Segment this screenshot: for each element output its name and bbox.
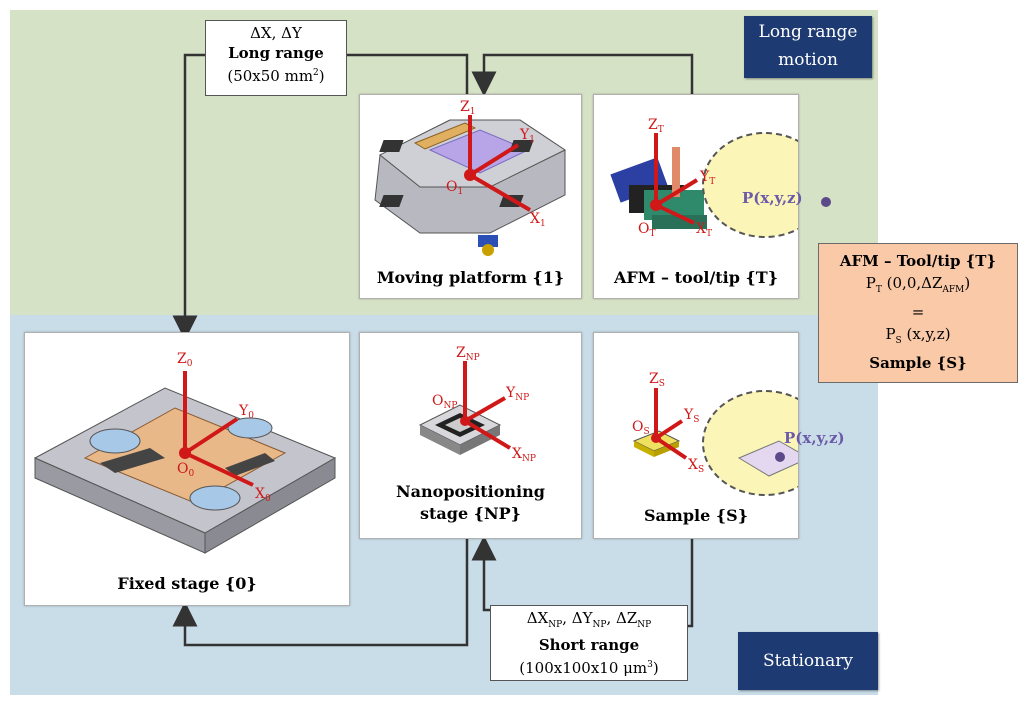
moving-platform-panel: Z1 Y1 X1 O1 Moving platform {1} [359, 94, 582, 299]
afm-box-pt: PT (0,0,ΔZAFM) [865, 274, 971, 295]
nanopositioning-panel: ZNP YNP XNP ONP Nanopositioning stage {N… [359, 332, 582, 539]
fixed-axis-x-label: X0 [255, 486, 271, 504]
sample-panel: ZS YS XS OS P(x,y,z) Sample {S} [593, 332, 845, 539]
long-range-line-moving [345, 53, 469, 94]
short-range-title: Short range [538, 636, 640, 654]
fixed-stage-illustration [33, 371, 337, 554]
short-range-line-sample [686, 537, 694, 628]
long-range-arrow-afm [471, 53, 694, 97]
afm-box-equals: = [911, 303, 925, 321]
fixed-origin-label: O0 [177, 461, 194, 479]
afm-relation-box: AFM – Tool/tip {T} PT (0,0,ΔZAFM) = PS (… [818, 243, 1018, 383]
sample-axis-y-label: YS [683, 407, 699, 425]
afm-axis-z-label: ZT [648, 117, 664, 135]
fixed-axis-z-label: Z0 [177, 351, 193, 369]
long-range-title: Long range [228, 44, 324, 62]
short-range-arrow-np [471, 535, 497, 612]
sample-origin-label: OS [632, 419, 650, 437]
np-caption-line2: stage {NP} [420, 504, 521, 523]
long-range-label-line1: Long range [758, 22, 858, 42]
np-axis-x-label: XNP [512, 446, 536, 464]
long-range-arrow-fixed [172, 53, 205, 341]
long-range-extent: (50x50 mm2) [227, 67, 325, 85]
moving-axis-y-label: Y1 [519, 127, 535, 145]
sample-axis-z-label: ZS [649, 371, 665, 389]
moving-axis-z-label: Z1 [460, 99, 475, 117]
nanopositioning-illustration [418, 361, 512, 455]
sample-caption: Sample {S} [644, 506, 748, 525]
afm-box-footer: Sample {S} [869, 354, 967, 372]
long-range-label-line2: motion [778, 50, 838, 70]
np-caption-line1: Nanopositioning [396, 482, 545, 501]
np-axis-y-label: YNP [505, 385, 529, 403]
afm-axis-x-label: XT [696, 221, 712, 239]
np-axis-z-label: ZNP [456, 345, 480, 363]
short-range-arrow-fixed [172, 537, 469, 647]
afm-point-label: P(x,y,z) [742, 189, 803, 207]
afm-box-title: AFM – Tool/tip {T} [839, 252, 997, 270]
fixed-axis-y-label: Y0 [238, 403, 254, 421]
short-range-delta: ΔXNP, ΔYNP, ΔZNP [526, 609, 652, 630]
fixed-stage-caption: Fixed stage {0} [117, 574, 257, 593]
fixed-stage-panel: Z0 Y0 X0 O0 Fixed stage {0} [24, 332, 350, 606]
stationary-label: Stationary [738, 632, 878, 690]
np-origin-label: ONP [432, 393, 457, 411]
afm-box-ps: PS (x,y,z) [885, 325, 951, 346]
afm-origin-label: OT [638, 221, 656, 239]
sample-point-label: P(x,y,z) [784, 429, 845, 447]
moving-platform-illustration [374, 115, 566, 256]
afm-axis-y-label: YT [699, 169, 715, 187]
long-range-motion-label: Long range motion [744, 16, 872, 78]
moving-platform-caption: Moving platform {1} [376, 268, 565, 287]
sample-axis-x-label: XS [688, 457, 704, 475]
long-range-callout: ΔX, ΔY Long range (50x50 mm2) [205, 20, 347, 96]
moving-axis-x-label: X1 [530, 211, 546, 229]
afm-tool-caption: AFM – tool/tip {T} [614, 268, 778, 287]
afm-tool-panel: ZT YT XT OT P(x,y,z) AFM – tool/tip {T} [593, 94, 851, 299]
long-range-delta: ΔX, ΔY [250, 24, 302, 42]
moving-origin-label: O1 [446, 179, 463, 197]
short-range-callout: ΔXNP, ΔYNP, ΔZNP Short range (100x100x10… [490, 605, 688, 681]
short-range-extent: (100x100x10 μm3) [519, 659, 659, 677]
